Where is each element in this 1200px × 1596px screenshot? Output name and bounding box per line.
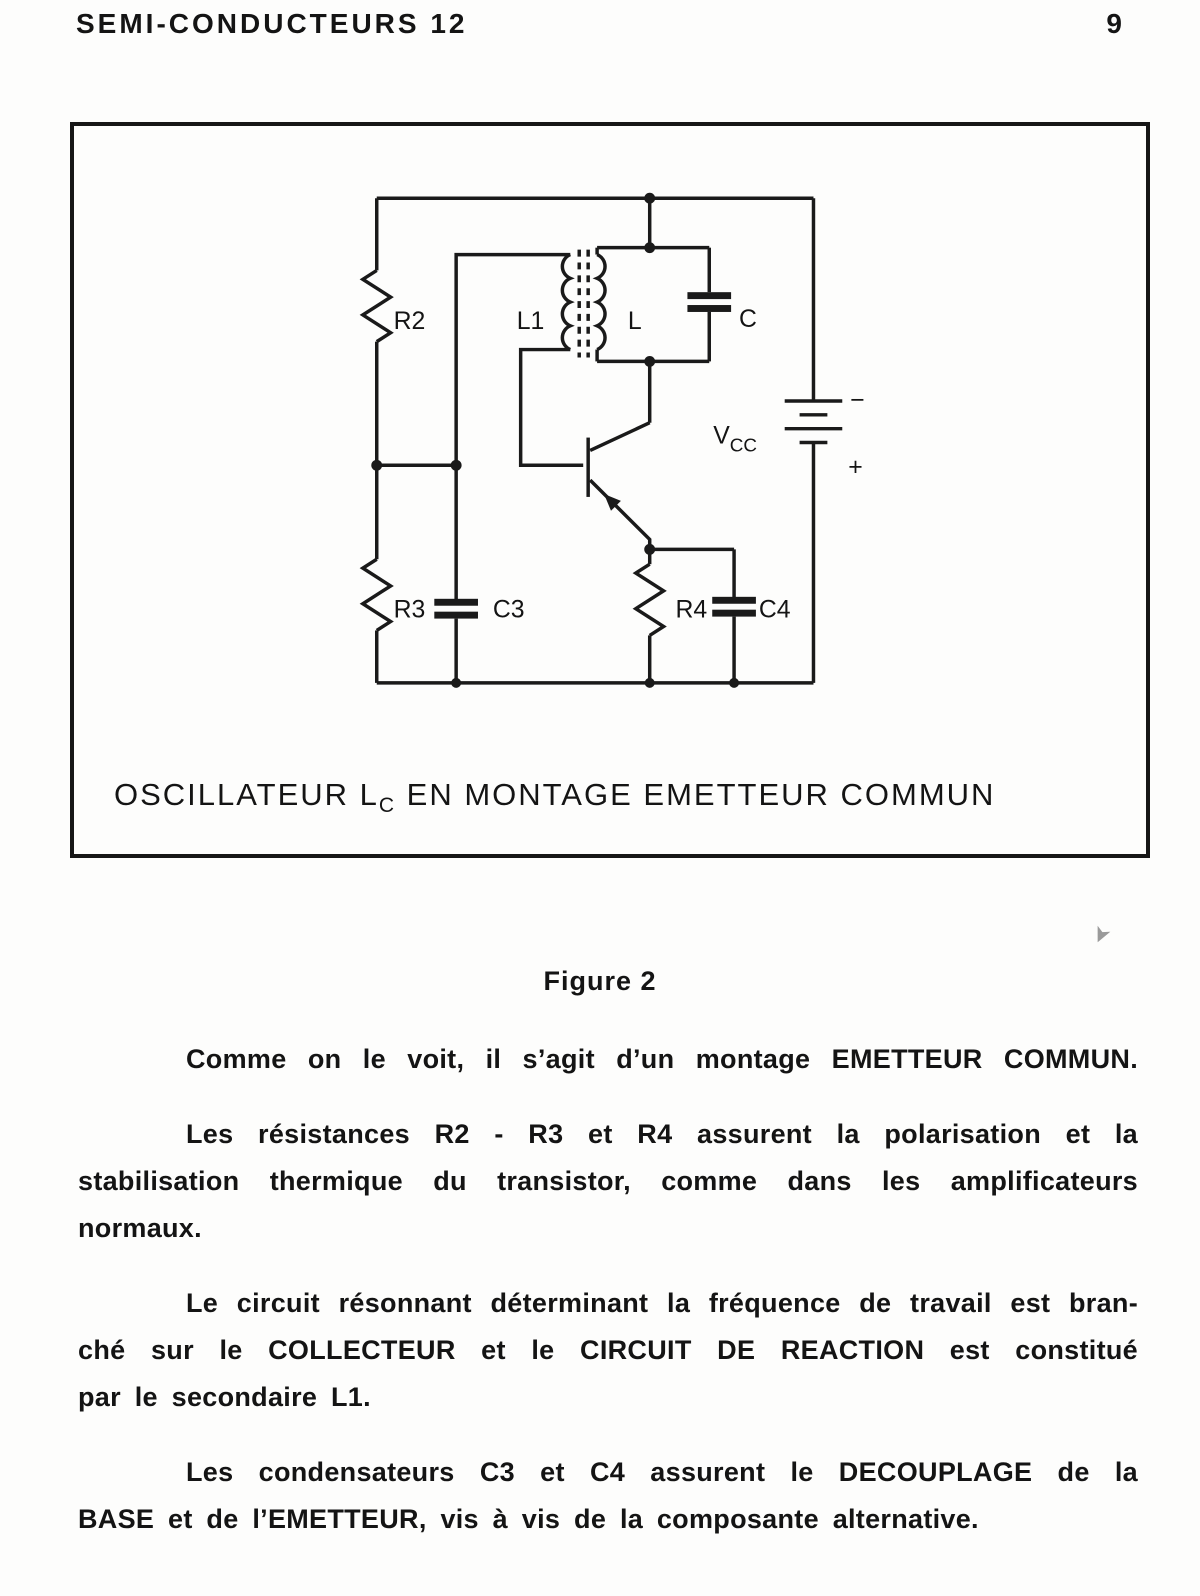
label-vcc: VCC [713, 423, 757, 456]
figure-number: Figure 2 [543, 966, 657, 996]
page-number: 9 [1106, 8, 1122, 39]
transistor-emitter-arrow [604, 493, 621, 511]
text-line: normaux. [78, 1213, 202, 1243]
caption-text: OSCILLATEUR L [114, 777, 379, 812]
text-line: Le circuit résonnant déterminant la fréq… [186, 1288, 1138, 1318]
resistor-r4 [632, 562, 667, 637]
scan-artifact-mark: ➤ [1086, 921, 1117, 949]
paragraph-2: Les résistances R2 - R3 et R4 assurent l… [78, 1111, 1138, 1252]
wire-l1-to-base [518, 347, 584, 468]
figure-caption: OSCILLATEUR LC EN MONTAGE EMETTEUR COMMU… [114, 777, 995, 818]
junction-dot [371, 459, 383, 471]
resistor-r2 [359, 268, 394, 344]
oscillator-circuit-diagram: R2 L1 L C R3 C3 R4 C4 VCC − + [359, 192, 865, 688]
capacitor-c-plate-top [687, 292, 732, 300]
transistor-collector [589, 421, 651, 453]
capacitor-c3-plate-top [434, 598, 478, 606]
text-line: ché sur le COLLECTEUR et le CIRCUIT DE R… [78, 1335, 1138, 1365]
junction-dot [451, 677, 462, 688]
paragraph-4: Les condensateurs C3 et C4 assurent le D… [78, 1449, 1138, 1543]
junction-dot [644, 677, 655, 688]
transistor-emitter [588, 478, 652, 550]
caption-subscript: C [378, 794, 397, 817]
capacitor-c4-plate-bottom [712, 609, 756, 617]
capacitor-c4-plate-top [712, 596, 756, 604]
text-line: BASE et de l’EMETTEUR, vis à vis de la c… [78, 1504, 979, 1534]
paragraph-3: Le circuit résonnant déterminant la fréq… [78, 1280, 1138, 1421]
label-c4: C4 [759, 597, 791, 624]
label-l: L [628, 308, 642, 335]
label-l1: L1 [517, 308, 545, 335]
label-c: C [739, 306, 757, 333]
wire-l1-top-lead [454, 252, 571, 466]
capacitor-c3-plate-bottom [434, 611, 478, 619]
resistor-r3 [359, 557, 394, 632]
junction-dot [644, 242, 656, 254]
text-line: par le secondaire L1. [78, 1382, 371, 1412]
body-text: Comme on le voit, il s’agit d’un montage… [78, 1036, 1138, 1571]
paragraph-1: Comme on le voit, il s’agit d’un montage… [78, 1036, 1138, 1083]
coil-l [592, 252, 607, 352]
text-line: Les résistances R2 - R3 et R4 assurent l… [186, 1119, 1138, 1149]
document-title: SEMI-CONDUCTEURS 12 [76, 8, 468, 39]
label-battery-minus: − [850, 387, 864, 414]
label-c3: C3 [493, 597, 525, 624]
caption-text: EN MONTAGE EMETTEUR COMMUN [396, 777, 996, 812]
junction-dot [729, 677, 740, 688]
junction-dot [450, 459, 462, 471]
text-line: Les condensateurs C3 et C4 assurent le D… [186, 1457, 1138, 1487]
junction-dot [644, 192, 656, 204]
figure-frame: R2 L1 L C R3 C3 R4 C4 VCC − + OSCILLATEU… [70, 122, 1150, 858]
label-r4: R4 [676, 597, 708, 624]
label-r2: R2 [394, 308, 426, 335]
capacitor-c-plate-bottom [687, 305, 732, 312]
label-r3: R3 [394, 597, 426, 624]
junction-dot [644, 355, 656, 367]
label-battery-plus: + [848, 454, 862, 481]
junction-dot [644, 543, 656, 555]
coil-l1 [560, 252, 575, 352]
text-line: stabilisation thermique du transistor, c… [78, 1166, 1138, 1196]
text-line: Comme on le voit, il s’agit d’un montage… [186, 1044, 1138, 1074]
